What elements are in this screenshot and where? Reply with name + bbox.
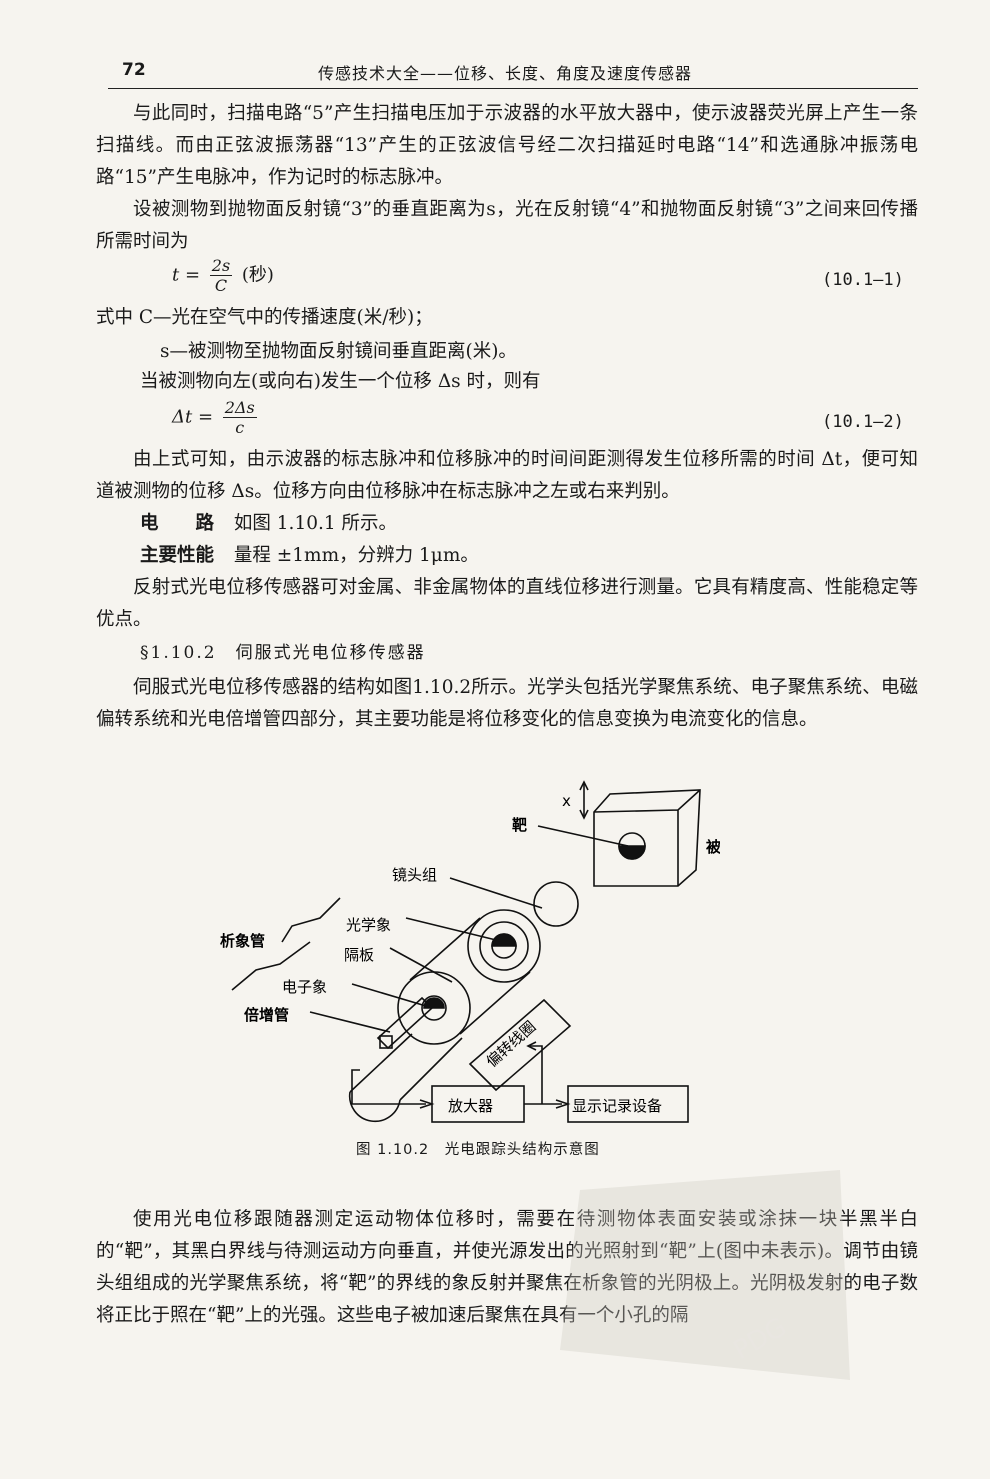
pmt-rod <box>376 996 434 1050</box>
performance-label: 主要性能 <box>140 545 215 566</box>
page-header: 72 传感技术大全——位移、长度、角度及速度传感器 <box>108 58 918 89</box>
tube-inner-ring <box>479 921 529 971</box>
wire-to-coil <box>530 1045 543 1104</box>
tube-body-top <box>409 917 481 981</box>
eq2-denominator: c <box>235 418 245 437</box>
coil-box <box>468 998 572 1092</box>
pmt-body-bottom <box>399 1037 463 1101</box>
label-partition: 隔板 <box>344 946 374 964</box>
eq2-lhs: Δt = <box>172 406 214 428</box>
section-heading: §1.10.2 伺服式光电位移传感器 <box>140 643 426 663</box>
arrow-to-coil <box>526 1041 537 1051</box>
paragraph-advantages: 反射式光电位移传感器可对金属、非金属物体的直线位移进行测量。它具有精度高、性能稳… <box>96 577 918 630</box>
paragraph-scan-circuit: 与此同时，扫描电路“5”产生扫描电压加于示波器的水平放大器中，使示波器荧光屏上产… <box>96 103 918 188</box>
eq2-fraction: 2Δs c <box>222 398 257 437</box>
label-amplifier: 放大器 <box>448 1097 493 1115</box>
x-arrow-heads <box>579 780 589 820</box>
tube-brace-lower <box>231 941 311 991</box>
eq1-denominator: C <box>214 276 228 295</box>
paragraph-structure: 伺服式光电位移传感器的结构如图1.10.2所示。光学头包括光学聚焦系统、电子聚焦… <box>96 677 918 730</box>
paragraph-displacement: 当被测物向左(或向右)发生一个位移 Δs 时，则有 <box>140 371 541 392</box>
label-tube: 析象管 <box>220 932 265 950</box>
optical-image-circle <box>491 933 517 959</box>
eq1-unit: (秒) <box>241 264 274 286</box>
running-title: 传感技术大全——位移、长度、角度及速度传感器 <box>318 64 693 83</box>
eq1-fraction: 2s C <box>209 256 233 295</box>
paragraph-pulse-interval: 由上式可知，由示波器的标志脉冲和位移脉冲的时间间距测得发生位移所需的时间 Δt，… <box>96 449 918 502</box>
label-optical-image: 光学象 <box>346 916 391 934</box>
equation-10-1-2: Δt = 2Δs c <box>172 398 261 437</box>
label-electron-image: 电子象 <box>282 978 327 996</box>
equation-number-1: (10.1—1) <box>822 270 904 290</box>
object-box-edges <box>593 789 701 886</box>
target-leader <box>537 825 629 847</box>
pmt-body-top <box>349 1033 413 1093</box>
tube-body-bottom <box>459 971 531 1035</box>
label-display: 显示记录设备 <box>572 1097 662 1115</box>
electron-image-leader <box>351 983 427 1007</box>
lens-leader <box>449 877 543 909</box>
paragraph-distance: 设被测物到抛物面反射镜“3”的垂直距离为s，光在反射镜“4”和抛物面反射镜“3”… <box>96 199 918 252</box>
page-number: 72 <box>122 60 146 80</box>
label-pmt: 倍增管 <box>244 1006 289 1024</box>
object-box <box>593 789 701 887</box>
label-object: 被测物 <box>706 838 720 856</box>
tube-front-ring <box>467 909 541 983</box>
eq2-numerator: 2Δs <box>222 398 257 418</box>
performance-line: 主要性能 量程 ±1mm，分辨力 1μm。 <box>140 540 479 572</box>
watermark-shape <box>560 1170 850 1380</box>
definition-c: 式中 C—光在空气中的传播速度(米/秒)； <box>96 307 433 328</box>
label-target: 靶 <box>512 816 527 834</box>
circuit-line: 电 路 如图 1.10.1 所示。 <box>140 508 397 540</box>
figure-tracking-head: x 靶 被测物 镜头组 光学象 析象管 隔板 电子象 倍增管 偏转线圈 放大器 … <box>200 770 751 1134</box>
electron-image-circle <box>421 995 447 1021</box>
optical-image-leader <box>405 917 497 941</box>
definition-s: s—被测物至抛物面反射镜间垂直距离(米)。 <box>160 341 517 362</box>
arrow-into-display <box>555 1099 571 1109</box>
equation-number-2: (10.1—2) <box>822 412 904 432</box>
performance-text: 量程 ±1mm，分辨力 1μm。 <box>233 545 479 566</box>
lens-circle <box>533 881 579 927</box>
equation-10-1-1: t = 2s C (秒) <box>172 256 274 295</box>
paragraph-usage: 使用光电位移跟随器测定运动物体位移时，需要在待测物体表面安装或涂抹一块半黑半白的… <box>96 1209 918 1326</box>
pmt-leader <box>309 1011 391 1033</box>
tube-brace <box>281 897 341 943</box>
wire-pmt-amp <box>351 1069 426 1105</box>
eq1-lhs: t = <box>172 264 201 286</box>
figure-caption: 图 1.10.2 光电跟踪头结构示意图 <box>356 1142 600 1158</box>
label-x: x <box>562 792 571 810</box>
label-lens: 镜头组 <box>392 866 437 884</box>
circuit-text: 如图 1.10.1 所示。 <box>233 513 398 534</box>
target-black-half <box>618 845 646 860</box>
circuit-label: 电 路 <box>140 513 215 534</box>
partition-leader <box>389 947 453 983</box>
eq1-numerator: 2s <box>209 256 233 276</box>
pmt-end-cap <box>348 1091 401 1123</box>
arrow-into-amp <box>419 1099 435 1109</box>
pmt-square <box>379 1035 393 1049</box>
watermark-seal: PDG <box>560 1170 850 1380</box>
figure-diagram: x 靶 被测物 镜头组 光学象 析象管 隔板 电子象 倍增管 偏转线圈 放大器 … <box>220 780 751 1123</box>
